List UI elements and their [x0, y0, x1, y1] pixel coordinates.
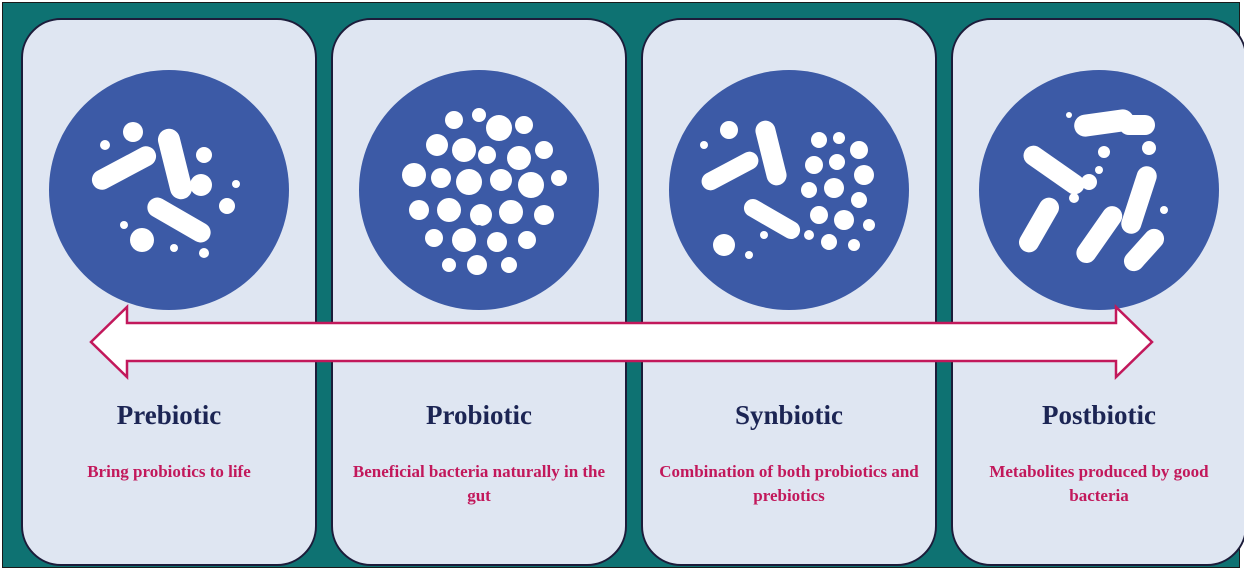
double-arrow-icon [3, 3, 1241, 569]
